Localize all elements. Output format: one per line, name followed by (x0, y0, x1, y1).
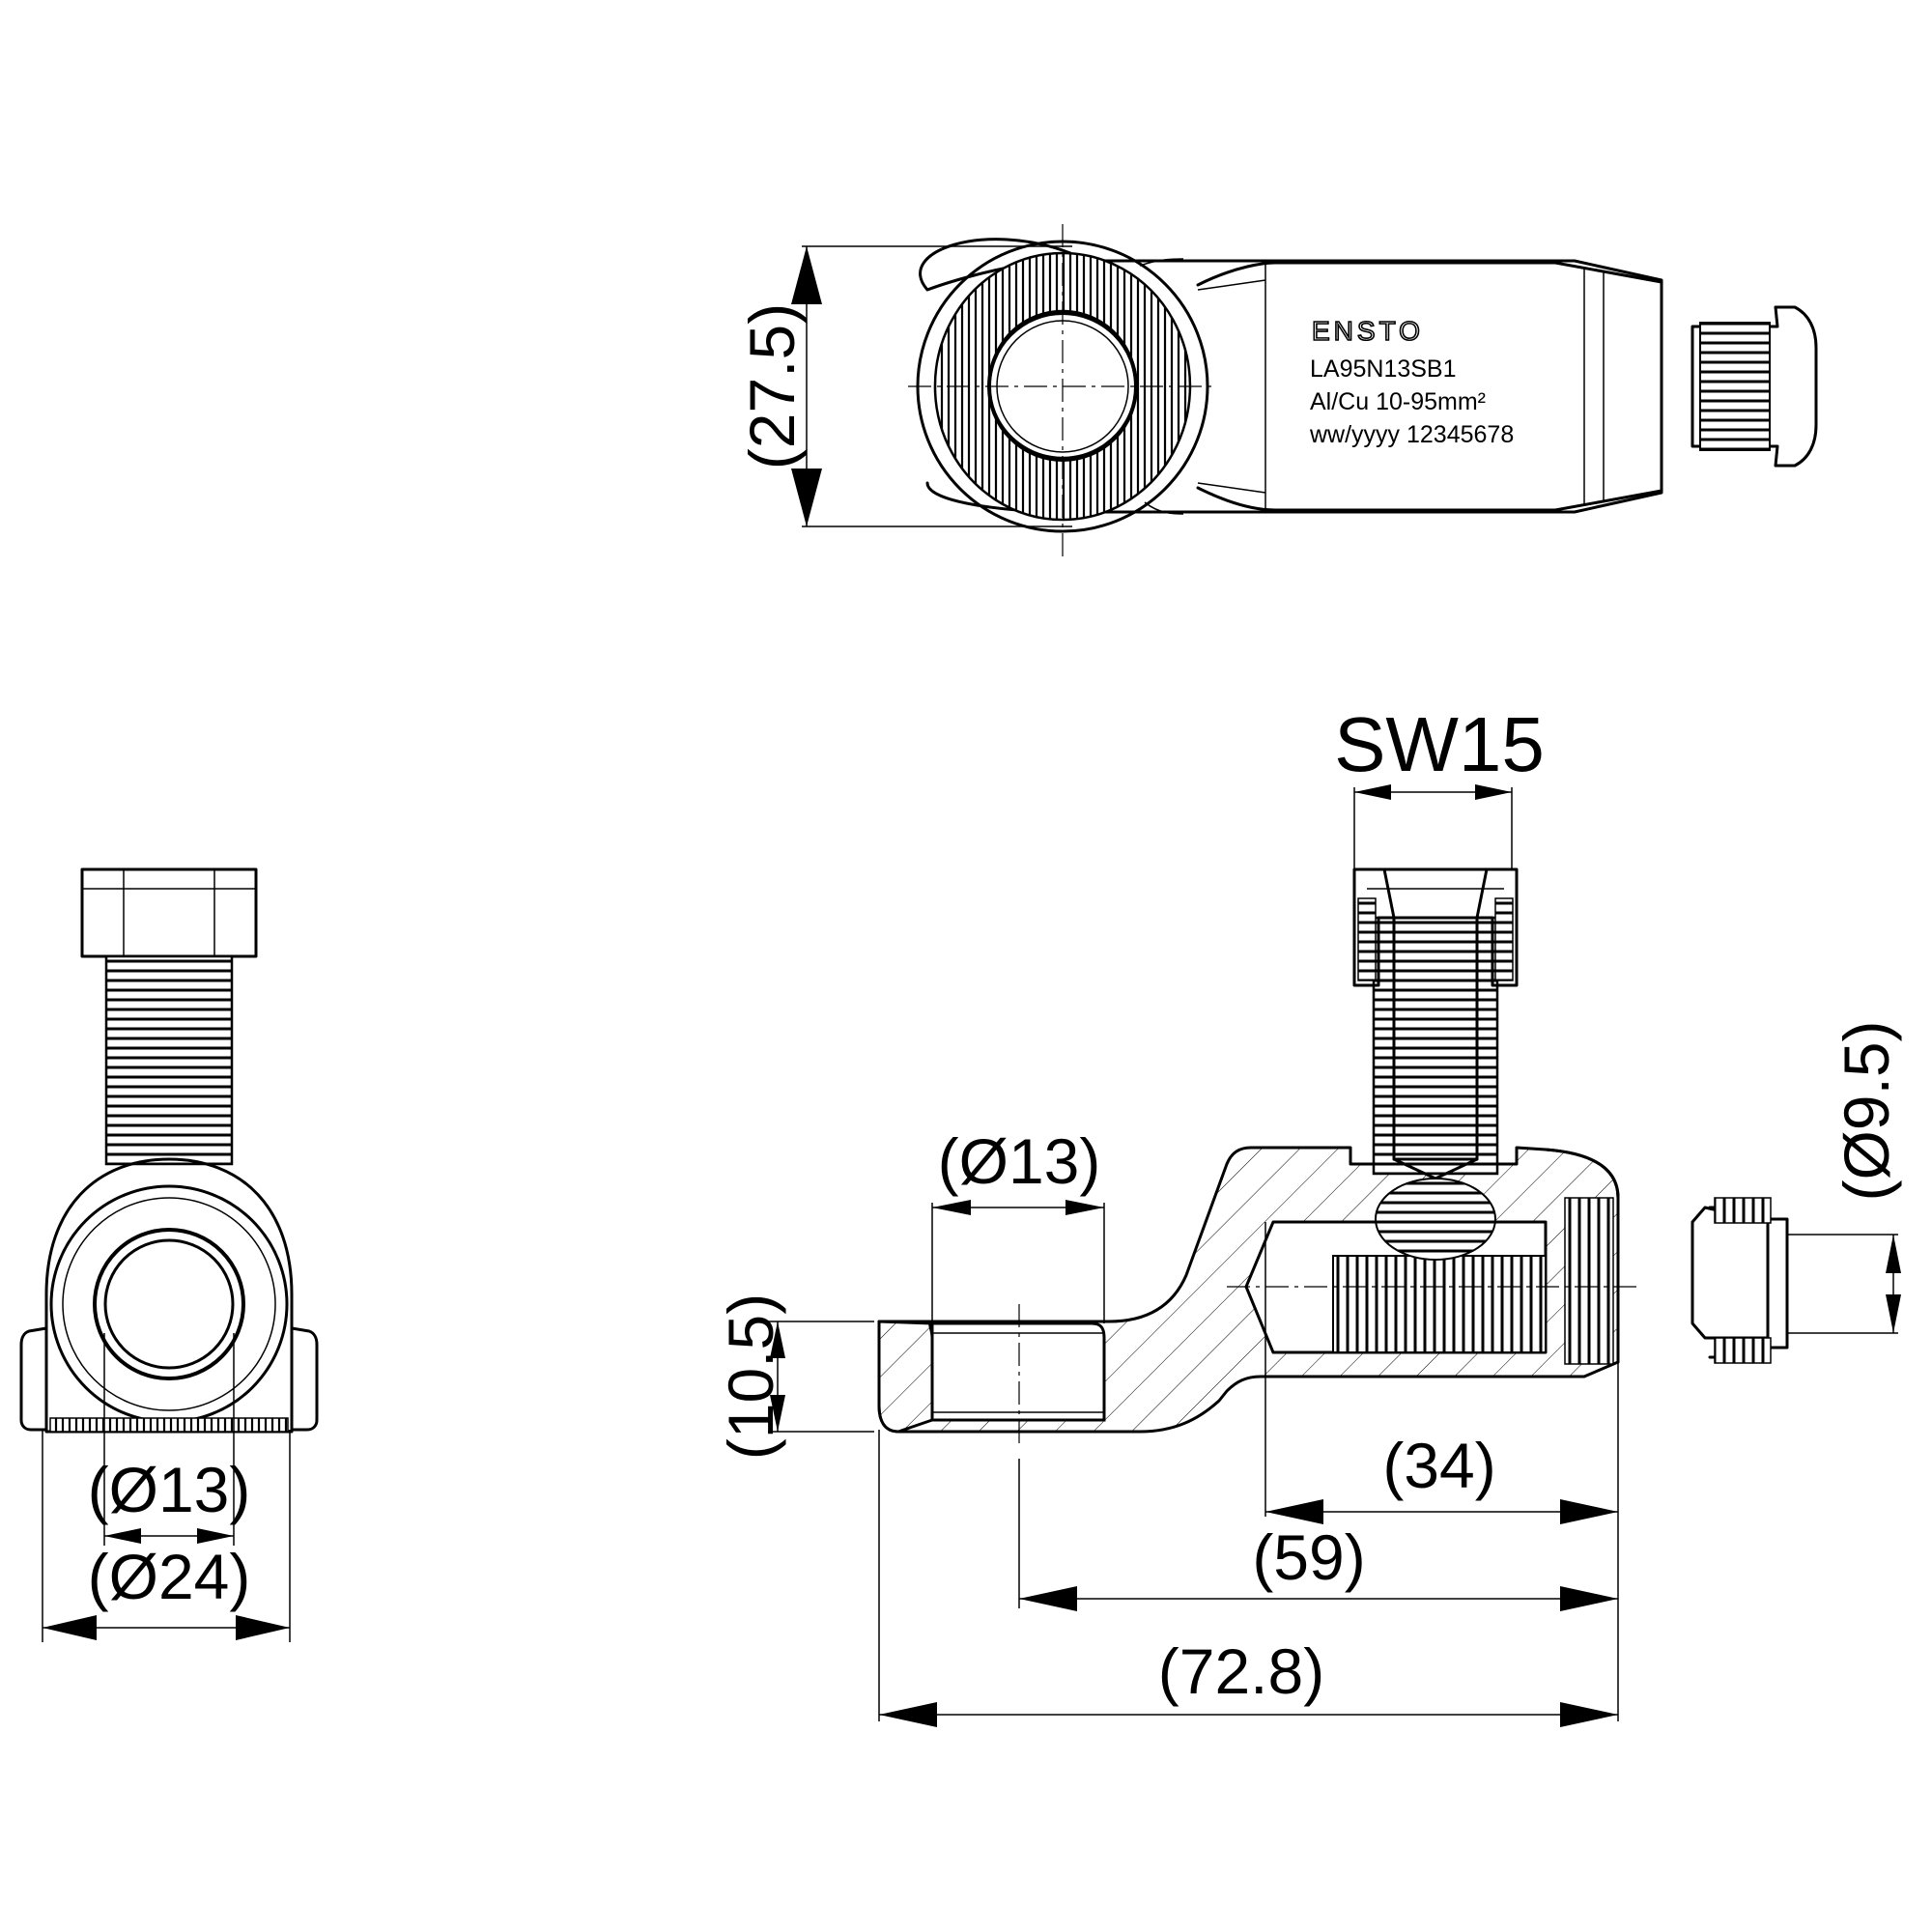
dim-end-bore: (Ø13) (88, 1333, 251, 1546)
dim-hole-to-end-59: (59) (1018, 1459, 1618, 1611)
dim-sw15: SW15 (1334, 701, 1545, 869)
side-view: SW15 (Ø13) (10.5) (Ø9.5) (715, 701, 1902, 1727)
range-text: Al/Cu 10-95mm² (1310, 388, 1486, 415)
svg-text:(Ø13): (Ø13) (938, 1125, 1101, 1197)
svg-text:(Ø13): (Ø13) (88, 1454, 251, 1525)
dim-end-body: (Ø24) (42, 1430, 291, 1642)
nut-end (80, 867, 258, 958)
plug-side (1690, 1197, 1789, 1364)
barrel-top (1196, 261, 1663, 512)
dim-palm-thickness: (10.5) (715, 1293, 874, 1460)
palm-hole-section (928, 1321, 1106, 1422)
svg-text:(72.8): (72.8) (1158, 1635, 1324, 1707)
dim-plug: (Ø9.5) (1787, 1020, 1902, 1334)
svg-text:(27.5): (27.5) (736, 303, 808, 469)
barrel-internal-thread (1332, 1255, 1547, 1353)
body-end-outline (44, 1157, 294, 1434)
dim-barrel-34: (34) (1264, 1222, 1619, 1721)
svg-text:(59): (59) (1252, 1521, 1365, 1593)
end-view: (Ø13) (Ø24) (19, 867, 319, 1642)
dim-overall-72-8: (72.8) (878, 1430, 1618, 1727)
svg-text:(Ø9.5): (Ø9.5) (1831, 1020, 1902, 1201)
dim-27-5: (27.5) (736, 245, 1072, 527)
plug-top (1690, 305, 1818, 468)
code-text: ww/yyyy 12345678 (1309, 421, 1514, 448)
clamp-screw (1352, 867, 1519, 1261)
end-bore (93, 1228, 245, 1380)
model-text: LA95N13SB1 (1310, 355, 1457, 383)
end-outer-ring (49, 1184, 289, 1424)
dim-palm-hole: (Ø13) (931, 1125, 1105, 1323)
screw-thread-end (104, 954, 234, 1166)
brand-logo: ENSTO (1312, 316, 1424, 346)
top-view: ENSTO LA95N13SB1 Al/Cu 10-95mm² ww/yyyy … (736, 224, 1818, 560)
svg-text:(Ø24): (Ø24) (88, 1541, 251, 1612)
svg-text:(10.5): (10.5) (715, 1293, 786, 1460)
svg-text:(34): (34) (1382, 1430, 1495, 1501)
svg-text:SW15: SW15 (1334, 701, 1545, 787)
